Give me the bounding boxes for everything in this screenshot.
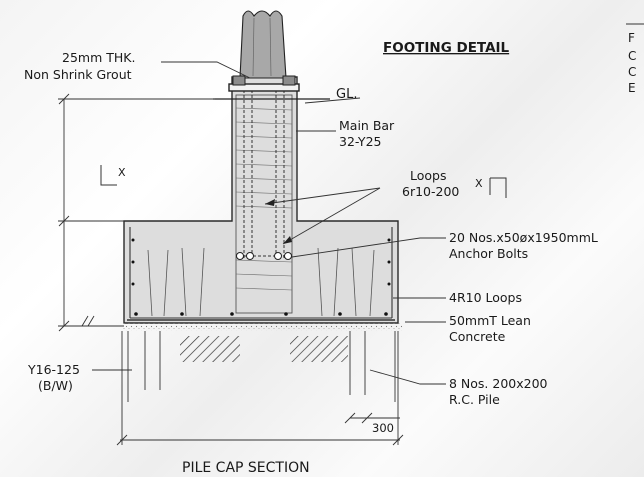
label-section-x-right: X	[475, 177, 483, 190]
label-section-x-left: X	[118, 166, 126, 179]
arrow-heads	[265, 199, 292, 244]
anchor-bolt-nuts	[236, 252, 292, 260]
pedestal-cage	[235, 94, 293, 314]
soil-hatch-right	[290, 336, 348, 362]
base-plate-nuts	[232, 75, 296, 86]
edge-letter-2: C	[628, 49, 636, 63]
anchor-bolts	[238, 85, 290, 258]
cap-reinforcement	[127, 227, 395, 321]
label-lean-concrete-1: 50mmT Lean	[449, 313, 531, 328]
title-footing-detail: FOOTING DETAIL	[383, 40, 510, 56]
section-marker-right	[490, 177, 507, 198]
label-piles-qty: 8 Nos. 200x200	[449, 376, 548, 391]
label-loops: Loops	[410, 168, 447, 183]
piles-below	[127, 331, 396, 402]
vertical-dimension	[58, 93, 215, 332]
label-4r10-loops: 4R10 Loops	[449, 290, 522, 305]
edge-letter-1: F	[628, 31, 635, 45]
bottom-bar-dots	[131, 238, 391, 316]
label-loops-spacing: 6r10-200	[402, 184, 459, 199]
label-main-bar-size: 32-Y25	[339, 134, 381, 149]
bottom-dimension	[116, 331, 404, 446]
label-rebar-bw: (B/W)	[38, 378, 73, 393]
label-rc-pile: R.C. Pile	[449, 392, 500, 407]
label-grout-type: Non Shrink Grout	[24, 67, 132, 82]
base-plate	[228, 83, 300, 92]
lean-concrete	[122, 323, 402, 331]
pile-bars-in-cap	[147, 247, 375, 317]
pedestal-stirrups	[235, 107, 293, 291]
leader-lines	[92, 61, 446, 385]
soil-hatch-left	[180, 336, 240, 362]
label-anchor-bolts-qty: 20 Nos.x50øx1950mmL	[449, 230, 598, 245]
label-anchor-bolts: Anchor Bolts	[449, 246, 528, 261]
label-dim-300: 300	[372, 421, 394, 435]
column-flutes	[252, 17, 272, 77]
label-rebar-y16: Y16-125	[27, 362, 80, 377]
label-ground-level: GL.	[336, 87, 357, 102]
label-lean-concrete-2: Concrete	[449, 329, 506, 344]
edge-letter-4: E	[628, 81, 636, 95]
title-pile-cap-section: PILE CAP SECTION	[182, 460, 310, 476]
pile-cap	[123, 76, 399, 324]
label-grout-thickness: 25mm THK.	[62, 50, 135, 65]
label-main-bar: Main Bar	[339, 118, 395, 133]
section-marker-left	[100, 165, 117, 186]
edge-letter-3: C	[628, 65, 636, 79]
steel-column	[239, 10, 287, 79]
